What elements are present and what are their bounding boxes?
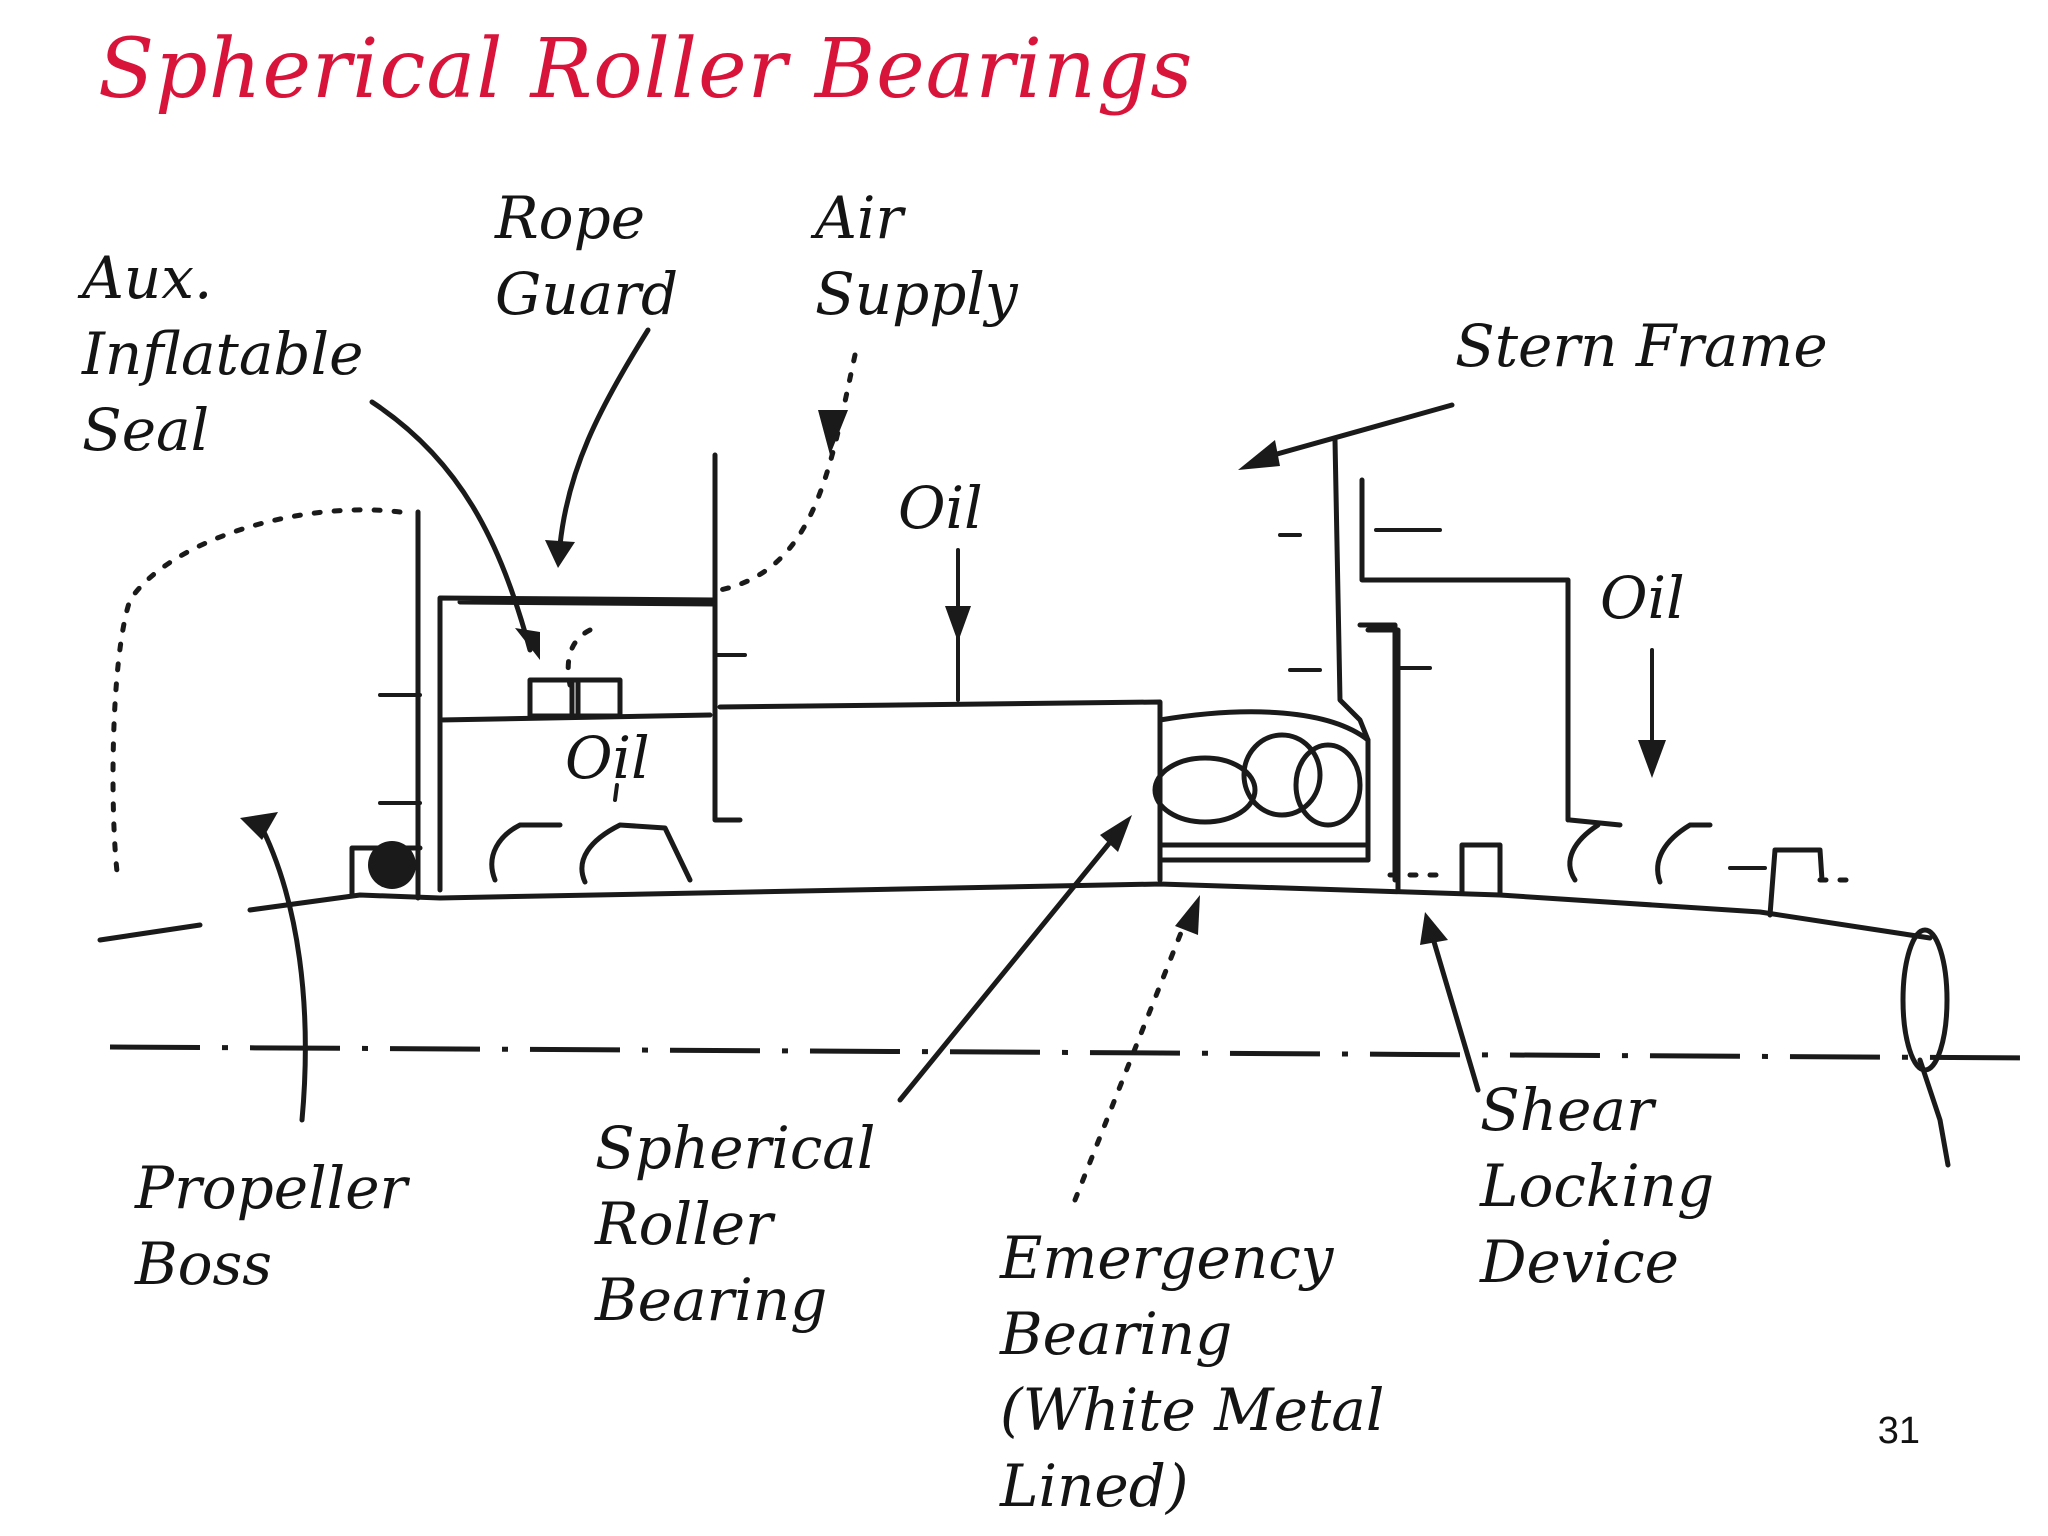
- shaft-lower-edge: [97, 922, 203, 943]
- aux-seal-leader: [369, 399, 533, 653]
- oil-top-arrow: [945, 606, 971, 642]
- label-propeller-boss-line-2: Boss: [135, 1230, 273, 1298]
- bearing-inner-race: [1157, 842, 1371, 863]
- rope-guard-arrow: [545, 540, 575, 568]
- label-rope-guard-line-1: Rope: [495, 184, 646, 252]
- oil-dots: [1387, 872, 1863, 883]
- shear-pin: [1767, 847, 1825, 918]
- aux-seal-arrow: [515, 628, 540, 660]
- label-stern-frame-line-1: Stern Frame: [1455, 312, 1828, 380]
- oil-right-arrow: [1638, 740, 1666, 778]
- rope-guard-seal-1: [527, 677, 581, 719]
- label-propeller-boss-line-1: Propeller: [135, 1154, 408, 1222]
- bearing-outer-race: [1157, 709, 1371, 863]
- stern-frame-inner: [1357, 622, 1398, 883]
- stern-frame-housing: [1365, 627, 1401, 893]
- lip-seal-right-2: [1655, 822, 1713, 885]
- dim-ticks: [378, 528, 1767, 870]
- label-aux-seal: Aux. Inflatable Seal: [82, 240, 363, 468]
- shear-locking-arrow: [1420, 912, 1448, 945]
- spherical-bearing-arrow: [1100, 815, 1132, 852]
- label-shear-line-2: Locking: [1480, 1152, 1715, 1220]
- lip-seal-left-2: [579, 822, 693, 885]
- roller-2: [1241, 732, 1323, 818]
- air-supply-arrow: [818, 410, 848, 455]
- label-aux-seal-line-3: Seal: [82, 396, 210, 464]
- stern-frame-left: [1332, 437, 1371, 743]
- label-propeller-boss: Propeller Boss: [135, 1150, 407, 1302]
- air-supply-line: [717, 352, 858, 593]
- oil-left-leader: [613, 783, 619, 802]
- stern-frame-arrow: [1238, 440, 1280, 470]
- label-stern-frame: Stern Frame: [1455, 308, 1828, 384]
- label-aux-seal-line-1: Aux.: [82, 244, 213, 312]
- emergency-bearing-leader: [1072, 907, 1193, 1203]
- shaft-end-curl: [1917, 1057, 1951, 1168]
- stern-frame-step: [1359, 477, 1571, 823]
- stern-frame-leader: [1267, 402, 1455, 459]
- locking-ring: [1459, 842, 1503, 896]
- label-spherical-roller-bearing: Spherical Roller Bearing: [595, 1110, 875, 1338]
- propeller-boss-leader: [255, 817, 308, 1123]
- emergency-bearing-arrow: [1175, 895, 1200, 935]
- label-srb-line-2: Roller: [595, 1190, 773, 1258]
- label-emergency-bearing: Emergency Bearing (White Metal Lined): [1000, 1220, 1384, 1524]
- lip-seal-right-1: [1567, 817, 1623, 883]
- label-emergency-line-2: Bearing: [1000, 1300, 1233, 1368]
- label-emergency-line-3: (White Metal: [1000, 1376, 1385, 1444]
- seal-housing-wall: [712, 452, 743, 823]
- label-air-supply-line-1: Air: [815, 184, 904, 252]
- label-rope-guard-line-2: Guard: [495, 260, 679, 328]
- rope-guard-leader: [557, 327, 651, 548]
- page-number: 31: [1877, 1410, 1920, 1452]
- roller-3: [1293, 742, 1363, 828]
- seal-clamp: [349, 845, 423, 898]
- shear-locking-leader: [1429, 932, 1481, 1093]
- label-rope-guard: Rope Guard: [495, 180, 678, 332]
- rope-guard-seal-2: [569, 677, 623, 719]
- roller-1: [1152, 755, 1258, 825]
- label-oil-right: Oil: [1600, 564, 1685, 632]
- slide-title: Spherical Roller Bearings: [98, 22, 1194, 117]
- label-air-supply-line-2: Supply: [815, 260, 1018, 328]
- label-aux-seal-line-2: Inflatable: [82, 320, 364, 388]
- stern-tube-top: [717, 699, 1163, 883]
- aux-seal-ring: [368, 841, 416, 889]
- inflatable-seal-dotted: [565, 627, 593, 688]
- label-srb-line-1: Spherical: [595, 1114, 876, 1182]
- shaft-end: [1900, 927, 1950, 1073]
- label-shear-locking-device: Shear Locking Device: [1480, 1072, 1714, 1300]
- label-srb-line-3: Bearing: [595, 1266, 828, 1334]
- label-shear-line-3: Device: [1480, 1228, 1679, 1296]
- label-emergency-line-1: Emergency: [1000, 1224, 1334, 1292]
- label-oil-top: Oil: [898, 474, 983, 542]
- label-oil-left: Oil: [565, 724, 650, 792]
- propeller-boss-arrow: [240, 812, 278, 840]
- label-shear-line-1: Shear: [1480, 1076, 1654, 1144]
- label-air-supply: Air Supply: [815, 180, 1018, 332]
- label-emergency-line-4: Lined): [1000, 1452, 1189, 1520]
- lip-seal-left-1: [489, 822, 563, 883]
- spherical-bearing-leader: [897, 827, 1123, 1103]
- shaft-centre-line: [109, 1044, 2041, 1061]
- shaft-top-edge: [247, 881, 1933, 941]
